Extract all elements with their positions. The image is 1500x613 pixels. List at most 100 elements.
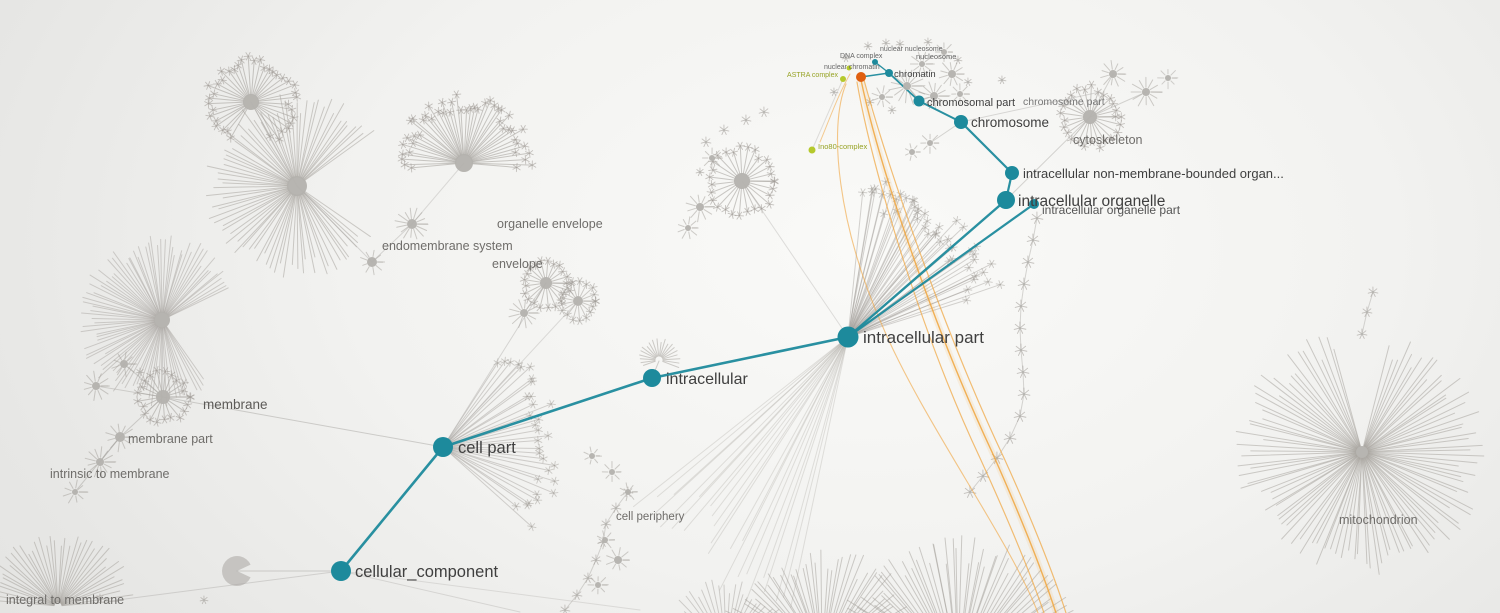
spoke-tip-star <box>710 196 715 205</box>
cluster-spoke <box>1066 120 1085 134</box>
cluster-hub-node[interactable] <box>573 296 583 306</box>
cluster-spoke <box>914 154 917 158</box>
asterisk-sprite <box>1027 235 1033 240</box>
cluster-spoke <box>1281 456 1359 540</box>
cluster-hub-node[interactable] <box>407 219 417 229</box>
node-chromosomal-part[interactable] <box>913 95 925 107</box>
cluster-hub-node[interactable] <box>903 82 911 90</box>
node-intracellular-part[interactable] <box>837 326 859 348</box>
asterisk-sprite <box>929 41 933 44</box>
cluster-spoke <box>1361 457 1368 565</box>
cluster-spoke <box>924 65 932 72</box>
cluster-spoke <box>736 594 744 613</box>
cluster-hub-node[interactable] <box>520 309 528 317</box>
cluster-hub-node[interactable] <box>72 489 78 495</box>
cluster-hub-node[interactable] <box>154 312 170 328</box>
cluster-hub-node[interactable] <box>115 432 125 442</box>
cluster-spoke <box>230 190 291 235</box>
asterisk-sprite <box>1025 262 1028 268</box>
cluster-spoke <box>1021 583 1057 613</box>
cluster-hub-node[interactable] <box>540 277 552 289</box>
cluster-spoke <box>561 301 574 305</box>
cluster-spoke <box>471 151 517 162</box>
cluster-hub-node[interactable] <box>685 225 691 231</box>
cluster-hub-node[interactable] <box>1165 75 1171 81</box>
cluster-hub-node[interactable] <box>879 94 885 100</box>
cluster-spoke <box>64 487 72 492</box>
node-intracellular-organelle-part[interactable] <box>1029 199 1039 209</box>
cluster-spoke <box>117 441 120 453</box>
cluster-spoke <box>952 538 957 613</box>
cluster-hub-node[interactable] <box>909 149 915 155</box>
cluster-hub-node[interactable] <box>92 382 100 390</box>
cluster-hub-node[interactable] <box>156 390 170 404</box>
cluster-hub-node[interactable] <box>367 257 377 267</box>
cluster-hub-node[interactable] <box>1083 110 1097 124</box>
cluster-hub-node[interactable] <box>455 154 473 172</box>
cluster-hub-node[interactable] <box>243 94 259 110</box>
gray-edge <box>811 78 844 151</box>
cluster-hub-node[interactable] <box>602 537 608 543</box>
node-nuclear-chromatin[interactable] <box>872 59 878 65</box>
cluster-hub-node[interactable] <box>930 92 938 100</box>
asterisk-sprite <box>886 40 890 43</box>
cluster-hub-node[interactable] <box>734 173 750 189</box>
asterisk-sprite <box>892 107 896 110</box>
cluster-hub-node[interactable] <box>614 556 622 564</box>
cluster-spoke <box>1091 123 1101 149</box>
cluster-hub-node[interactable] <box>625 489 631 495</box>
cluster-hub-node[interactable] <box>595 582 601 588</box>
cluster-hub-node[interactable] <box>287 176 307 196</box>
cluster-hub-node[interactable] <box>120 360 128 368</box>
node-intracellular[interactable] <box>643 369 661 387</box>
asterisk-sprite <box>886 43 889 48</box>
cluster-spoke <box>61 594 134 606</box>
node-cellular-component[interactable] <box>331 561 351 581</box>
cluster-spoke <box>710 183 736 193</box>
cluster-spoke <box>942 62 950 71</box>
cluster-hub-node[interactable] <box>1109 70 1117 78</box>
cluster-hub-node[interactable] <box>589 453 595 459</box>
node-chromatin[interactable] <box>885 69 893 77</box>
cluster-hub-node[interactable] <box>709 155 715 161</box>
cluster-hub-node[interactable] <box>1356 446 1368 458</box>
node-ino80-complex[interactable] <box>808 146 816 154</box>
node-intracellular-non-membrane-bounded-organelle[interactable] <box>1005 166 1019 180</box>
cluster-hub-node[interactable] <box>696 203 704 211</box>
asterisk-sprite <box>1004 433 1010 438</box>
cluster-spoke <box>105 323 156 355</box>
cluster-spoke <box>225 191 291 244</box>
cluster-spoke <box>221 79 246 98</box>
spoke-tip-star <box>287 107 297 112</box>
cluster-spoke <box>156 369 162 391</box>
cluster-spoke <box>269 194 295 269</box>
cluster-hub-node[interactable] <box>609 469 615 475</box>
spoke-tip-star <box>560 267 565 276</box>
cluster-spoke <box>127 356 133 362</box>
cluster-hub-node[interactable] <box>1142 88 1150 96</box>
cluster-spoke <box>621 551 629 558</box>
cluster-spoke <box>257 104 295 119</box>
cluster-spoke <box>1131 83 1143 91</box>
sprite-dot <box>762 110 766 114</box>
node-cell-part[interactable] <box>433 437 453 457</box>
node-intracellular-organelle[interactable] <box>997 191 1015 209</box>
asterisk-sprite <box>843 58 846 63</box>
asterisk-sprite <box>1017 393 1023 396</box>
cluster-hub-node[interactable] <box>96 458 104 466</box>
cluster-hub-node[interactable] <box>957 91 963 97</box>
sprite-dot <box>1022 282 1026 286</box>
cluster-spoke <box>535 264 544 279</box>
asterisk-sprite <box>976 475 982 478</box>
cluster-hub-node[interactable] <box>919 61 925 67</box>
cluster-hub-node[interactable] <box>927 140 933 146</box>
cluster-hub-node[interactable] <box>948 70 956 78</box>
cluster-hub-node[interactable] <box>941 49 947 55</box>
sprite-dot <box>1000 78 1004 82</box>
node-nucleosome-node[interactable] <box>846 65 852 71</box>
cluster-spoke <box>662 360 680 364</box>
node-chromosome[interactable] <box>954 115 968 129</box>
node-astra-complex[interactable] <box>840 76 846 82</box>
node-dna-complex[interactable] <box>856 72 866 82</box>
